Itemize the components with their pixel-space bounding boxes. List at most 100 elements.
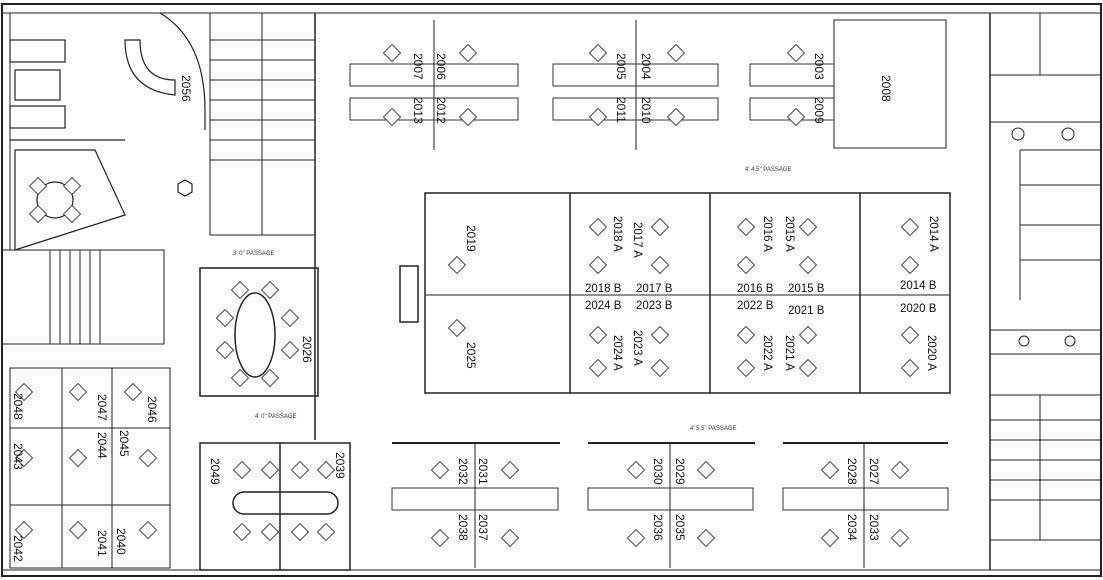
chair-icon [316, 522, 336, 542]
room-2039: 2039 [333, 452, 347, 479]
chair-icon [138, 448, 158, 468]
top-cubicles [349, 19, 947, 150]
chair-icon [900, 255, 920, 275]
chair-icon [626, 460, 646, 480]
chair-icon [430, 528, 450, 548]
room-labels: 2056 2007 2006 2013 2012 2005 2004 2011 … [11, 53, 939, 562]
chair-icon [14, 382, 34, 402]
chair-icon [260, 460, 280, 480]
room-2018a: 2018 A [611, 216, 623, 252]
room-2018b: 2018 B [585, 283, 622, 295]
chair-icon [215, 308, 235, 328]
room-2049: 2049 [208, 458, 222, 485]
room-2008: 2008 [879, 75, 893, 102]
room-2034: 2034 [845, 514, 859, 541]
chair-icon [900, 217, 920, 237]
room-2009: 2009 [812, 97, 826, 124]
chair-icon [28, 176, 48, 196]
room-2021a: 2021 A [783, 335, 795, 371]
chair-icon [696, 528, 716, 548]
room-2024a: 2024 A [611, 335, 623, 371]
passage-left: 4' 0" PASSAGE [255, 414, 297, 420]
chair-icon [138, 520, 158, 540]
chair-icon [62, 176, 82, 196]
chair-icon [736, 217, 756, 237]
room-2029: 2029 [673, 458, 687, 485]
conference-2026 [199, 267, 319, 397]
bottom-cubicles [391, 442, 949, 568]
room-2036: 2036 [651, 514, 665, 541]
room-2015a: 2015 A [783, 216, 795, 252]
room-2031: 2031 [476, 458, 490, 485]
chair-icon [786, 43, 806, 63]
chair-icon [28, 204, 48, 224]
room-2033: 2033 [867, 514, 881, 541]
chair-icon [123, 382, 143, 402]
chair-icon [68, 448, 88, 468]
chair-icon [650, 255, 670, 275]
chair-icon [260, 280, 280, 300]
stairs-right [989, 12, 1102, 541]
room-2005: 2005 [614, 53, 628, 80]
chair-icon [666, 107, 686, 127]
chair-icon [68, 520, 88, 540]
reception-area [9, 12, 206, 251]
room-2016b: 2016 B [737, 283, 774, 295]
chair-icon [626, 528, 646, 548]
room-2010: 2010 [639, 97, 653, 124]
chair-icon [230, 280, 250, 300]
chair-icon [290, 460, 310, 480]
room-2032: 2032 [456, 458, 470, 485]
chairs [14, 43, 920, 548]
chair-icon [736, 325, 756, 345]
room-2003: 2003 [812, 53, 826, 80]
chair-icon [230, 368, 250, 388]
chair-icon [14, 448, 34, 468]
room-2014b: 2014 B [900, 280, 937, 292]
chair-icon [696, 460, 716, 480]
room-2017a: 2017 A [631, 222, 643, 258]
chair-icon [786, 107, 806, 127]
room-2012: 2012 [434, 97, 448, 124]
room-2004: 2004 [639, 53, 653, 80]
chair-icon [798, 325, 818, 345]
room-2022b: 2022 B [737, 300, 774, 312]
chair-icon [500, 460, 520, 480]
chair-icon [14, 520, 34, 540]
chair-icon [798, 217, 818, 237]
room-2021b: 2021 B [788, 305, 825, 317]
room-2006: 2006 [434, 53, 448, 80]
chair-icon [736, 255, 756, 275]
chair-icon [890, 528, 910, 548]
chair-icon [820, 528, 840, 548]
room-2027: 2027 [867, 458, 881, 485]
chair-icon [430, 460, 450, 480]
room-2056: 2056 [179, 75, 193, 102]
room-2020a: 2020 A [925, 335, 937, 371]
room-2040: 2040 [114, 528, 128, 555]
chair-icon [650, 358, 670, 378]
room-2042: 2042 [11, 535, 25, 562]
chair-icon [798, 358, 818, 378]
chair-icon [458, 43, 478, 63]
chair-icon [890, 460, 910, 480]
room-2023a: 2023 A [631, 330, 643, 366]
chair-icon [650, 325, 670, 345]
chair-icon [260, 368, 280, 388]
chair-icon [382, 43, 402, 63]
room-2025: 2025 [464, 342, 478, 369]
chair-icon [588, 43, 608, 63]
chair-icon [736, 358, 756, 378]
room-2015b: 2015 B [788, 283, 825, 295]
chair-icon [588, 107, 608, 127]
room-2014a: 2014 A [927, 216, 939, 252]
room-2045: 2045 [117, 430, 131, 457]
room-2041: 2041 [95, 530, 109, 557]
chair-icon [290, 522, 310, 542]
chair-icon [900, 358, 920, 378]
passage-bottom: 4' 5.5" PASSAGE [690, 426, 737, 432]
chair-icon [588, 325, 608, 345]
chair-icon [260, 522, 280, 542]
room-2024b: 2024 B [585, 300, 622, 312]
room-2047: 2047 [95, 394, 109, 421]
